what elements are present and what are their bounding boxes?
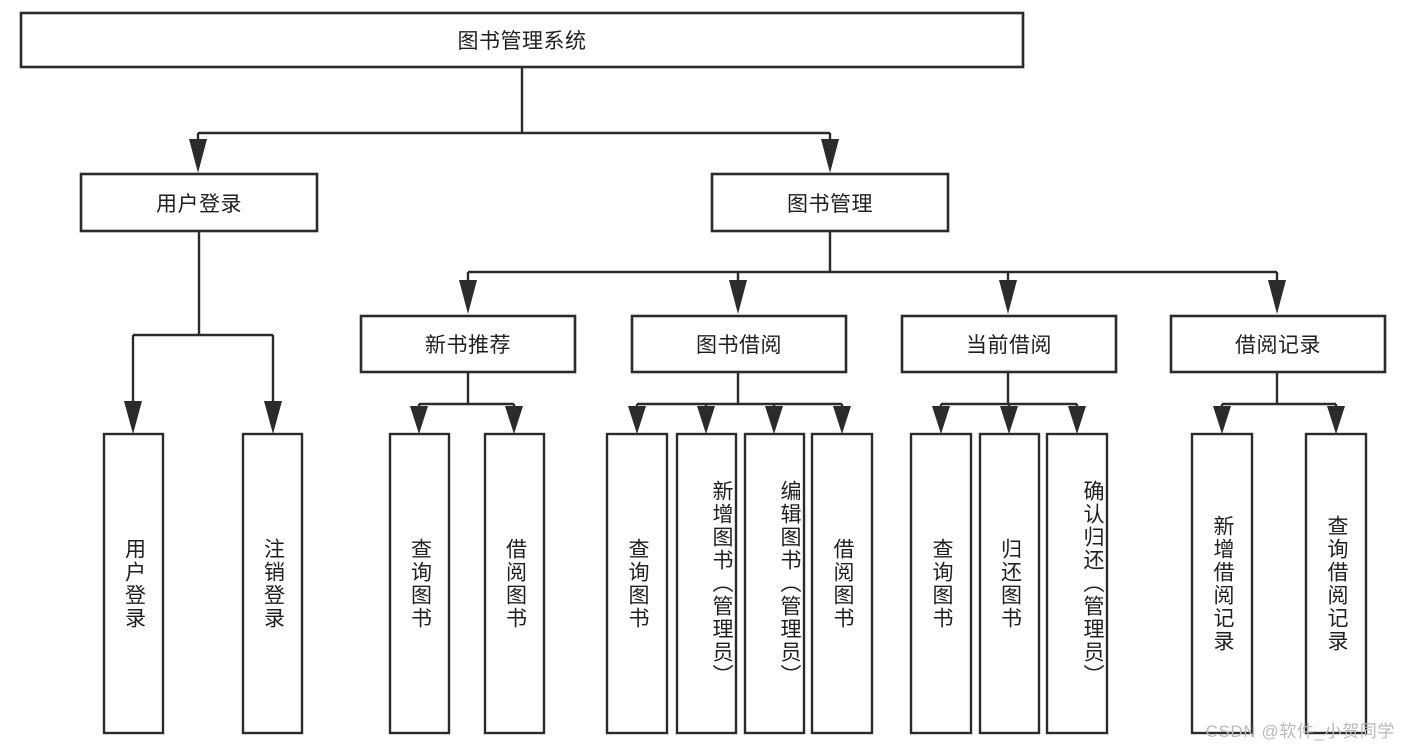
node-box-leaf-current-borrow-0[interactable] — [909, 432, 973, 735]
node-box-leaf-book-borrow-1[interactable] — [675, 432, 738, 735]
arrowhead-level3-0 — [459, 280, 477, 314]
arrowhead-new-book-1 — [505, 406, 523, 434]
node-box-leaf-book-borrow-0[interactable] — [605, 432, 669, 735]
arrowhead-level3-1 — [729, 280, 747, 314]
node-box-leaf-new-book-1[interactable] — [483, 432, 546, 735]
node-box-book-borrow[interactable] — [630, 314, 848, 374]
arrowhead-book-borrow-3 — [833, 406, 851, 434]
node-box-current-borrow[interactable] — [900, 314, 1118, 374]
node-box-leaf-user-login-0[interactable] — [102, 432, 165, 735]
node-box-leaf-borrow-record-0[interactable] — [1190, 432, 1254, 735]
arrowhead-current-borrow-2 — [1068, 406, 1086, 434]
node-box-book-manage[interactable] — [710, 172, 950, 233]
node-box-leaf-user-login-1[interactable] — [241, 432, 304, 735]
arrowhead-level3-3 — [1268, 280, 1286, 314]
node-box-borrow-record[interactable] — [1169, 314, 1387, 374]
arrowhead-level3-2 — [999, 280, 1017, 314]
node-box-user-login[interactable] — [79, 172, 319, 233]
arrowhead-book-borrow-2 — [765, 406, 783, 434]
arrowhead-book-borrow-0 — [628, 406, 646, 434]
arrowhead-user-login-1 — [264, 401, 282, 434]
arrowhead-user-login-0 — [124, 401, 142, 434]
arrowhead-new-book-0 — [410, 406, 428, 434]
arrowhead-borrow-record-0 — [1213, 406, 1231, 434]
node-box-leaf-book-borrow-2[interactable] — [743, 432, 806, 735]
arrowhead-current-borrow-0 — [932, 406, 950, 434]
arrowhead-borrow-record-1 — [1327, 406, 1345, 434]
node-box-leaf-current-borrow-1[interactable] — [978, 432, 1041, 735]
node-box-new-book[interactable] — [359, 314, 577, 374]
watermark-text: CSDN @软件_小贺同学 — [1205, 722, 1395, 741]
node-box-leaf-new-book-0[interactable] — [388, 432, 451, 735]
arrowhead-level2-1 — [821, 139, 839, 173]
node-box-root[interactable] — [19, 11, 1025, 69]
arrowhead-current-borrow-1 — [1000, 406, 1018, 434]
arrowhead-level2-0 — [189, 139, 207, 173]
node-box-leaf-current-borrow-2[interactable] — [1045, 432, 1109, 735]
node-box-leaf-book-borrow-3[interactable] — [810, 432, 874, 735]
arrowhead-book-borrow-1 — [697, 406, 715, 434]
node-box-leaf-borrow-record-1[interactable] — [1304, 432, 1368, 735]
